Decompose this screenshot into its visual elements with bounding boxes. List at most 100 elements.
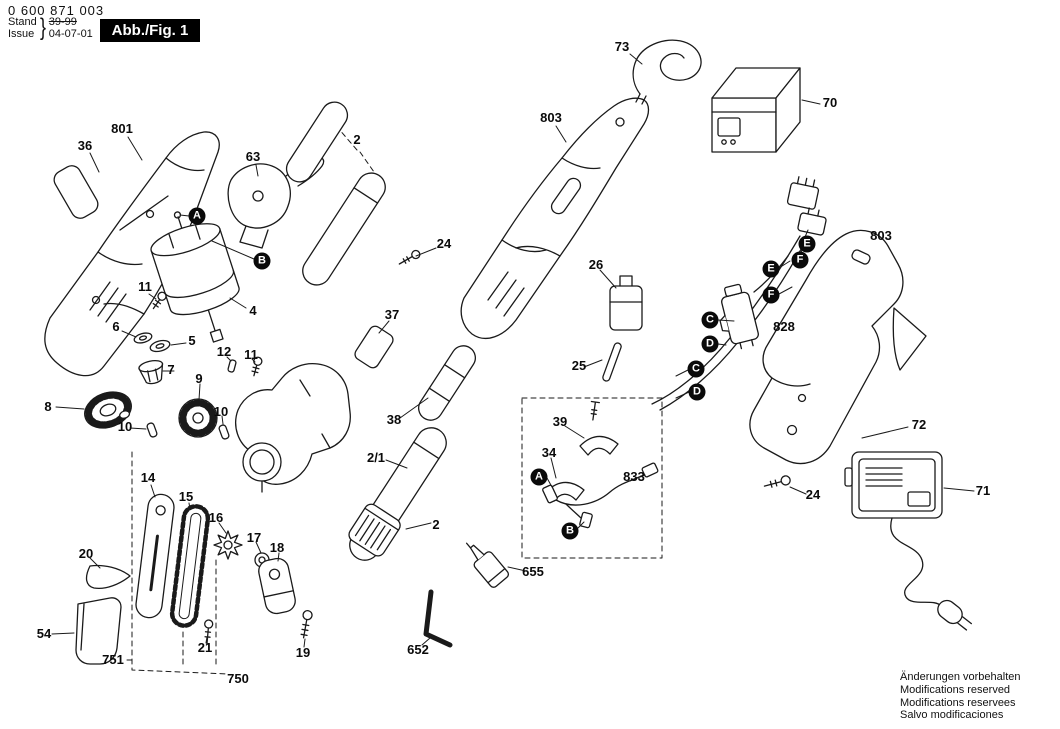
issue-label: Issue <box>8 28 35 40</box>
part-label-833: 833 <box>623 469 645 484</box>
drawing-motor-4 <box>150 211 240 343</box>
part-label-73: 73 <box>614 39 630 54</box>
revision-values: 39-99 04-07-01 <box>49 16 93 40</box>
part-label-828: 828 <box>773 319 795 334</box>
drawing-screw-24a <box>398 249 421 265</box>
callout-c: C <box>687 360 705 378</box>
part-label-36: 36 <box>77 138 93 153</box>
part-label-5: 5 <box>188 333 196 348</box>
part-label-11: 11 <box>244 347 258 362</box>
drawing-fan-7 <box>138 359 164 385</box>
drawing-tube-2-1 <box>348 427 447 561</box>
drawing-washer-5 <box>149 339 171 353</box>
part-label-2: 2 <box>353 132 361 147</box>
part-label-6: 6 <box>112 319 120 334</box>
callout-e: E <box>762 260 780 278</box>
part-label-7: 7 <box>167 362 175 377</box>
drawing-left-housing-801 <box>44 131 220 377</box>
callout-e: E <box>798 235 816 253</box>
drawing-grease-tube-655 <box>465 542 510 588</box>
part-label-12: 12 <box>216 344 232 359</box>
callout-b: B <box>253 252 271 270</box>
stand-value: 39-99 <box>48 16 77 28</box>
part-label-70: 70 <box>822 95 838 110</box>
drawing-bracket-26 <box>609 275 643 331</box>
legal-notes: Änderungen vorbehalten Modifications res… <box>900 671 1020 722</box>
drawing-group-dashes <box>125 127 663 675</box>
part-label-9: 9 <box>195 371 203 386</box>
drawing-pin-10b <box>218 424 230 440</box>
drawing-screw-21 <box>204 619 214 645</box>
part-label-14: 14 <box>140 470 156 485</box>
drawing-clip-37 <box>354 325 394 369</box>
note-german: Änderungen vorbehalten <box>900 671 1021 683</box>
callout-b: B <box>561 522 579 540</box>
part-label-63: 63 <box>245 149 261 164</box>
part-label-54: 54 <box>36 626 52 641</box>
drawing-screw-24b <box>763 475 791 488</box>
drawing-chain-15 <box>169 504 211 628</box>
part-label-655: 655 <box>522 564 544 579</box>
drawing-lever-25 <box>602 342 622 382</box>
part-label-751: 751 <box>102 652 124 667</box>
part-label-801: 801 <box>111 121 133 136</box>
part-label-24: 24 <box>805 487 821 502</box>
issue-value: 04-07-01 <box>48 28 93 40</box>
part-label-803: 803 <box>870 228 892 243</box>
drawing-sprocket-16 <box>213 530 243 560</box>
part-label-8: 8 <box>44 399 52 414</box>
part-label-10: 10 <box>213 404 229 419</box>
drawing-charger-71 <box>844 451 973 631</box>
drawing-switch-828 <box>719 283 759 350</box>
note-spanish: Salvo modificaciones <box>900 709 1004 722</box>
revision-labels: Stand Issue <box>8 16 37 40</box>
drawing-guard-20 <box>85 564 131 590</box>
part-label-18: 18 <box>269 540 285 555</box>
callout-f: F <box>762 286 780 304</box>
stand-label: Stand <box>8 16 37 28</box>
part-label-39: 39 <box>552 414 568 429</box>
part-label-17: 17 <box>246 530 262 545</box>
drawing-pin-10a <box>146 422 158 438</box>
part-label-37: 37 <box>384 307 400 322</box>
note-english: Modifications reserved <box>900 683 1011 696</box>
figure-badge: Abb./Fig. 1 <box>100 19 200 42</box>
part-label-26: 26 <box>588 257 604 272</box>
drawing-allen-key-652 <box>423 589 453 648</box>
part-label-11: 11 <box>138 279 152 294</box>
part-label-750: 750 <box>227 671 249 686</box>
callout-d: D <box>688 383 706 401</box>
drawing-cover-18 <box>258 557 296 615</box>
part-label-38: 38 <box>386 412 402 427</box>
part-label-15: 15 <box>178 489 194 504</box>
part-label-25: 25 <box>571 358 587 373</box>
drawing-battery-70 <box>711 67 801 153</box>
part-label-21: 21 <box>197 640 213 655</box>
drawing-gear-9 <box>178 398 218 438</box>
part-label-16: 16 <box>208 510 224 525</box>
drawing-tube-2a <box>285 101 349 183</box>
note-french: Modifications reservees <box>900 696 1016 709</box>
callout-d: D <box>701 335 719 353</box>
part-label-10: 10 <box>117 419 133 434</box>
drawing-screw-11a <box>152 291 167 310</box>
drawing-tube-2b <box>302 172 386 286</box>
document-number: 0 600 871 003 <box>8 3 105 18</box>
drawing-tube-38 <box>418 345 476 421</box>
part-label-20: 20 <box>78 546 94 561</box>
part-label-72: 72 <box>911 417 927 432</box>
leader-lines <box>51 53 975 648</box>
drawing-cover-plate-36 <box>53 165 99 219</box>
callout-c: C <box>701 311 719 329</box>
drawing-washer-6 <box>133 332 153 344</box>
drawing-gear-cover-63 <box>227 156 325 249</box>
revision-block: Stand Issue } 39-99 04-07-01 <box>8 16 93 41</box>
drawing-bevel-gear-8 <box>84 391 132 429</box>
part-label-2-1: 2/1 <box>366 450 386 465</box>
drawing-blade-14 <box>135 493 175 619</box>
callout-f: F <box>791 251 809 269</box>
part-label-34: 34 <box>541 445 557 460</box>
